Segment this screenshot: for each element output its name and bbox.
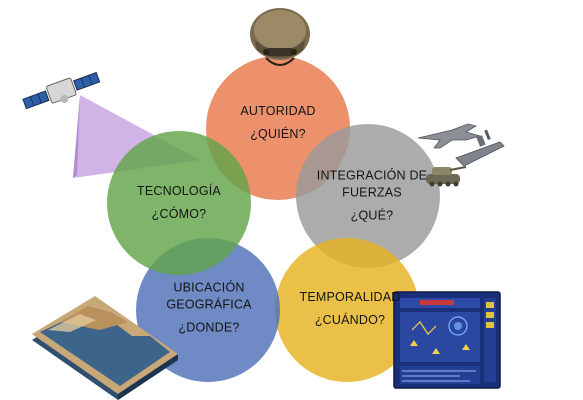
label-autoridad: AUTORIDAD ¿QUIÉN?	[240, 103, 315, 143]
label-integracion-title-1: INTEGRACIÓN DE	[316, 168, 428, 183]
satellite-icon	[22, 71, 101, 110]
label-integracion-title-2: FUERZAS	[342, 185, 402, 200]
circle-tecnologia	[107, 131, 251, 275]
satellite-beam-left	[73, 95, 80, 178]
label-tecnologia-question: ¿CÓMO?	[151, 207, 207, 221]
label-integracion: INTEGRACIÓN DE FUERZAS ¿QUÉ?	[317, 168, 427, 225]
warship-icon	[455, 129, 505, 167]
tank-icon	[426, 166, 467, 187]
terrain-map-icon	[32, 296, 178, 400]
radar-screen-icon	[393, 291, 501, 389]
fighter-jet-icon	[417, 123, 482, 149]
circle-temporalidad	[275, 238, 419, 382]
label-temporalidad-question: ¿CUÁNDO?	[314, 313, 386, 327]
label-integracion-question: ¿QUÉ?	[350, 208, 394, 223]
label-temporalidad: TEMPORALIDAD ¿CUÁNDO?	[299, 289, 400, 329]
label-temporalidad-title: TEMPORALIDAD	[299, 290, 401, 304]
label-autoridad-title: AUTORIDAD	[240, 104, 316, 118]
label-tecnologia-title: TECNOLOGÍA	[137, 184, 221, 198]
label-ubicacion-title-1: UBICACIÓN	[173, 280, 245, 295]
circle-integracion	[296, 124, 440, 268]
label-ubicacion-question: ¿DONDE?	[178, 320, 240, 335]
label-tecnologia: TECNOLOGÍA ¿CÓMO?	[137, 183, 221, 223]
label-ubicacion: UBICACIÓN GEOGRÁFICA ¿DONDE?	[166, 280, 251, 337]
helmet-icon	[250, 8, 310, 66]
label-ubicacion-title-2: GEOGRÁFICA	[166, 297, 252, 312]
label-autoridad-question: ¿QUIÉN?	[250, 127, 306, 141]
